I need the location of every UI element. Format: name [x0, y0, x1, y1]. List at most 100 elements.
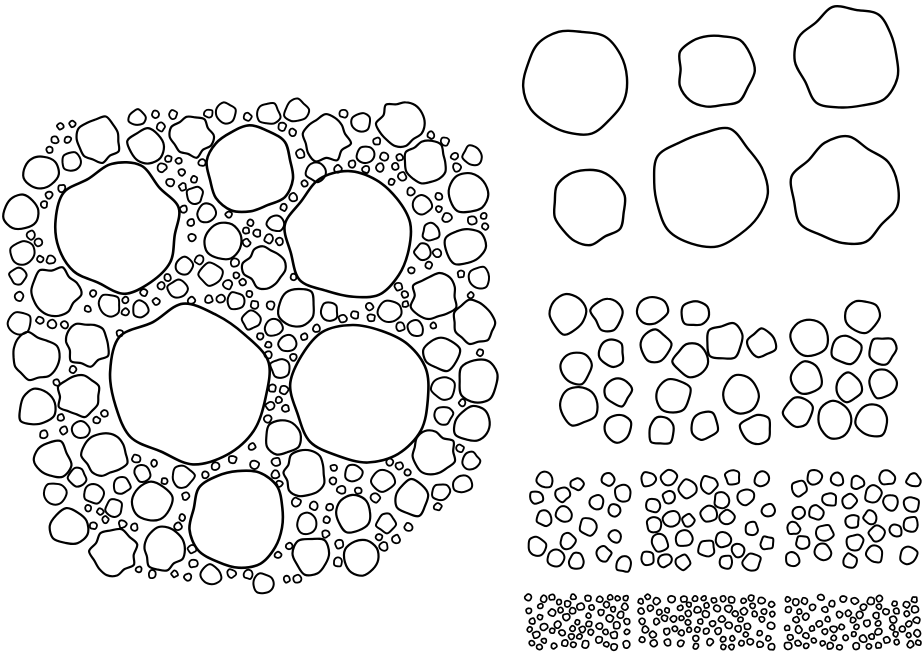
- composite-small-stone: [44, 484, 67, 505]
- composite-pebble: [37, 256, 44, 263]
- small-stone: [822, 493, 836, 505]
- small-stone: [847, 535, 864, 551]
- small-stone: [678, 479, 696, 498]
- composite-pebble: [355, 488, 362, 494]
- composite-pebble: [161, 478, 167, 484]
- pebble: [757, 631, 762, 636]
- pebble: [748, 595, 754, 601]
- pebble: [866, 644, 871, 649]
- composite-pebble: [313, 324, 320, 332]
- composite-pebble: [330, 465, 337, 471]
- composite-pebble: [166, 179, 174, 186]
- pebble: [767, 622, 774, 629]
- pebble: [816, 621, 822, 627]
- small-stone: [786, 552, 799, 566]
- pebble: [548, 609, 555, 616]
- pebble: [729, 644, 735, 649]
- composite-pebble: [433, 249, 441, 257]
- composite-large-stone: [290, 325, 428, 463]
- composite-pebble: [205, 295, 213, 303]
- composite-pebble: [407, 187, 414, 195]
- small-stone: [561, 533, 576, 549]
- composite-pebble: [51, 136, 58, 143]
- composite-small-stone: [278, 335, 296, 351]
- pebble: [892, 601, 897, 606]
- pebble: [907, 641, 914, 648]
- pebble: [624, 619, 630, 625]
- pebble: [525, 594, 532, 601]
- small-stone: [616, 556, 631, 572]
- composite-pebble: [58, 414, 65, 421]
- pebble: [711, 598, 716, 603]
- composite-small-stone: [176, 257, 193, 275]
- composite-medium-stone: [31, 267, 81, 316]
- pebble: [850, 617, 856, 623]
- small-stone: [865, 485, 882, 502]
- small-stone: [715, 492, 730, 508]
- pebble: [526, 608, 531, 613]
- composite-pebble: [284, 576, 290, 583]
- composite-pebble: [93, 417, 100, 424]
- small-stone: [900, 547, 917, 565]
- pebble: [670, 616, 677, 622]
- composite-small-stone: [431, 377, 455, 400]
- composite-medium-stone: [376, 102, 425, 147]
- pebble: [679, 616, 684, 621]
- composite-pebble: [436, 206, 442, 212]
- composite-pebble: [264, 415, 272, 422]
- composite-pebble: [394, 283, 402, 291]
- composite-pebble: [46, 147, 52, 153]
- pebble: [540, 624, 548, 631]
- small-stone: [608, 530, 620, 543]
- pebble: [728, 597, 734, 603]
- medium-stone: [740, 415, 770, 444]
- composite-pebble: [45, 192, 52, 199]
- composite-pebble: [244, 113, 252, 121]
- pebble: [795, 626, 802, 634]
- composite-pebble: [243, 228, 249, 234]
- pebble: [648, 605, 654, 611]
- composite-small-stone: [173, 466, 195, 488]
- composite-pebble: [184, 574, 191, 581]
- composite-pebble: [430, 322, 436, 328]
- pebble: [903, 602, 910, 608]
- composite-pebble: [41, 201, 47, 208]
- pebble: [883, 609, 889, 615]
- small-stone: [647, 517, 661, 532]
- pebble: [695, 627, 700, 633]
- composite-medium-stone: [242, 246, 286, 289]
- medium-stone: [869, 338, 896, 364]
- small-stone: [890, 525, 902, 537]
- sorted-row-small-stones: [529, 470, 921, 572]
- pebble: [571, 642, 577, 647]
- medium-stone: [831, 336, 861, 364]
- composite-small-stone: [197, 203, 216, 222]
- composite-medium-stone: [411, 273, 457, 319]
- composite-pebble: [276, 238, 283, 246]
- composite-pebble: [234, 272, 240, 278]
- pebble: [869, 634, 875, 640]
- pebble: [715, 628, 721, 635]
- pebble: [551, 643, 557, 649]
- pebble: [529, 618, 535, 624]
- pebble: [596, 623, 603, 629]
- pebble: [668, 596, 675, 603]
- composite-pebble: [468, 216, 477, 224]
- composite-pebble: [326, 504, 333, 511]
- composite-small-stone: [134, 465, 150, 482]
- composite-pebble: [402, 291, 409, 298]
- composite-large-stone: [55, 162, 179, 293]
- pebble: [851, 598, 858, 605]
- composite-medium-stone: [413, 430, 456, 474]
- pebble: [822, 629, 828, 635]
- medium-stone: [845, 301, 880, 333]
- small-stone: [904, 497, 919, 512]
- composite-medium-stone: [3, 195, 38, 229]
- composite-pebble: [441, 138, 449, 146]
- large-stone: [791, 136, 899, 244]
- composite-pebble: [425, 262, 432, 269]
- composite-pebble: [482, 223, 488, 230]
- composite-pebble: [271, 458, 280, 466]
- pebble: [725, 622, 732, 628]
- composite-large-stone: [189, 471, 282, 568]
